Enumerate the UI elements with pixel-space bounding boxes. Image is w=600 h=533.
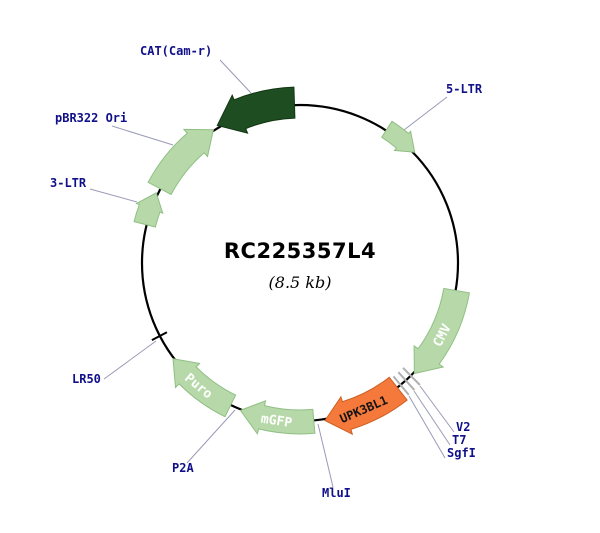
feature-cat-cam-r bbox=[216, 86, 296, 134]
label-v2-leader-line bbox=[419, 385, 455, 433]
label-sgfi: SgfI bbox=[447, 446, 476, 460]
label-pbr322-ori-leader-line bbox=[111, 125, 174, 146]
label-lr50: LR50 bbox=[72, 372, 101, 386]
label-mlui-leader-line bbox=[317, 423, 334, 488]
label-v2: V2 bbox=[456, 420, 470, 434]
feature-mgfp bbox=[239, 399, 316, 435]
label-3-ltr: 3-LTR bbox=[50, 176, 87, 190]
label-t7-leader-line bbox=[413, 390, 451, 446]
label-cat-cam-r-leader-line bbox=[219, 59, 252, 94]
feature-label-mgfp: mGFP bbox=[260, 412, 293, 431]
sgfi-site-tick bbox=[392, 375, 410, 396]
feature-upk3bl1 bbox=[324, 376, 408, 436]
t7-site-tick bbox=[397, 371, 416, 391]
label-mlui: MluI bbox=[322, 486, 351, 500]
construct-name: RC225357L4 bbox=[224, 239, 376, 263]
feature-five-ltr bbox=[381, 120, 416, 153]
feature-puro bbox=[172, 358, 237, 418]
label-sgfi-leader-line bbox=[408, 395, 446, 459]
label-t7: T7 bbox=[452, 433, 466, 447]
label-p2a: P2A bbox=[172, 461, 194, 475]
construct-size: (8.5 kb) bbox=[269, 273, 332, 292]
v2-site-tick bbox=[402, 367, 421, 386]
lr50-site-tick bbox=[151, 331, 168, 341]
label-5-ltr: 5-LTR bbox=[446, 82, 483, 96]
label-3-ltr-leader-line bbox=[89, 188, 138, 203]
label-5-ltr-leader-line bbox=[403, 96, 448, 131]
label-pbr322-ori: pBR322 Ori bbox=[55, 111, 127, 125]
feature-cmv bbox=[413, 287, 470, 375]
label-cat-cam-r: CAT(Cam-r) bbox=[140, 44, 212, 58]
label-p2a-leader-line bbox=[186, 409, 236, 464]
feature-pbr322-ori bbox=[147, 128, 215, 196]
label-lr50-leader-line bbox=[103, 340, 157, 380]
feature-three-ltr bbox=[133, 192, 164, 228]
